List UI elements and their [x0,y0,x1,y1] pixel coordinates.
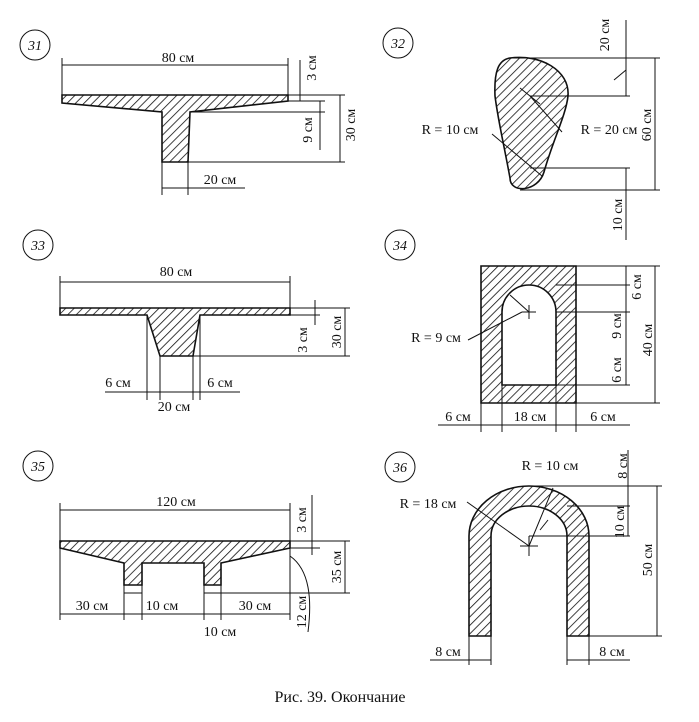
fig32-diagram: 32 20 см 60 см 10 см R = 20 см R = 10 см [382,19,660,240]
fig35-height-label: 35 см [330,551,345,584]
fig32-height-label: 60 см [640,109,655,142]
fig34-height-label: 40 см [641,324,656,357]
fig35-width-label: 120 см [156,495,196,510]
fig33-right-taper-label: 6 см [207,376,233,391]
fig32-radius-small-label: R = 10 см [422,123,479,138]
fig31-width-label: 80 см [162,51,195,66]
fig34-bottom-wall-label: 6 см [610,357,625,383]
fig35-gap-label: 10 см [146,599,179,614]
fig32-bottom-label: 10 см [611,199,626,232]
figure-caption: Рис. 39. Окончание [274,689,405,706]
fig31-haunch-label: 9 см [301,117,316,143]
fig36-height-label: 50 см [641,544,656,577]
fig33-width-label: 80 см [160,265,193,280]
fig34-radius-label: R = 9 см [411,331,461,346]
fig35-left-overhang-label: 30 см [76,599,109,614]
fig35-flange-label: 3 см [295,507,310,533]
fig31-diagram: 31 80 см 3 см 30 см 9 см 20 см [19,29,359,195]
fig35-number-circle [22,450,54,482]
fig36-left-leg-label: 8 см [435,645,461,660]
fig31-height-label: 30 см [344,109,359,142]
fig36-radius-outer-label: R = 18 см [400,497,457,512]
fig34-hole-width-label: 18 см [514,410,547,425]
fig36-number-circle [384,451,416,483]
fig31-web-label: 20 см [204,173,237,188]
fig35-right-overhang-label: 30 см [239,599,272,614]
fig34-diagram: 34 6 см 40 см 9 см 6 см R = 9 см 6 см 18… [384,229,660,432]
fig33-number: 33 [30,239,45,254]
fig35-double-t-section [59,540,291,586]
fig35-number: 35 [30,460,45,475]
fig36-diagram: 36 R = 10 см R = 18 см 8 см 10 см 50 см … [384,450,662,665]
fig32-number-circle [382,27,414,59]
fig32-top-label: 20 см [598,19,613,52]
fig34-box-with-arched-hole [480,265,577,404]
fig31-t-section [61,94,289,163]
fig34-right-wall-label: 6 см [590,410,616,425]
fig33-number-circle [22,229,54,261]
fig36-radius-inner-label: R = 10 см [522,459,579,474]
fig32-radius-large-label: R = 20 см [581,123,638,138]
fig36-right-leg-label: 8 см [599,645,625,660]
fig31-flange-label: 3 см [305,55,320,81]
fig32-teardrop-section [494,56,569,190]
fig35-diagram: 35 120 см 3 см 35 см 12 см 30 см 10 см 3… [22,450,350,640]
fig33-height-label: 30 см [330,316,345,349]
fig35-haunch-label: 12 см [295,596,310,629]
fig34-arch-rise-label: 9 см [610,313,625,339]
fig33-flange-label: 3 см [296,327,311,353]
fig35-rib-label: 10 см [204,625,237,640]
fig31-number: 31 [27,39,42,54]
fig36-u-section [468,485,590,637]
fig33-trapezoid-t-section [59,307,291,357]
fig36-arch-rise-label: 10 см [613,506,628,539]
fig33-web-label: 20 см [158,400,191,415]
fig34-left-wall-label: 6 см [445,410,471,425]
fig36-top-thickness-label: 8 см [616,453,631,479]
fig34-number-circle [384,229,416,261]
fig33-diagram: 33 80 см 3 см 30 см 6 см 6 см 20 см [22,229,350,415]
fig36-number: 36 [392,461,407,476]
fig32-number: 32 [390,37,405,52]
fig34-top-wall-label: 6 см [630,274,645,300]
fig34-number: 34 [392,239,407,254]
fig33-left-taper-label: 6 см [105,376,131,391]
fig31-number-circle [19,29,51,61]
